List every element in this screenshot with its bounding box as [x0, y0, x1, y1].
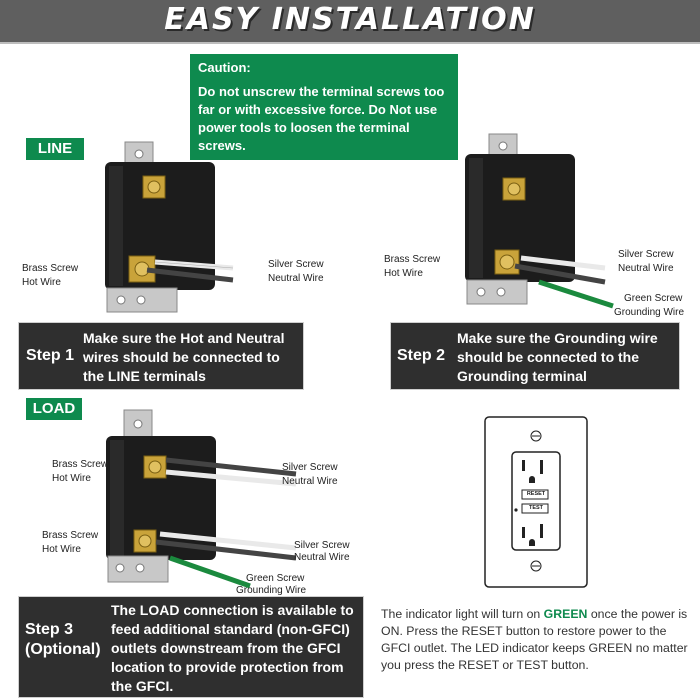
- label-brass-screw-3a: Brass Screw: [52, 459, 109, 470]
- label-hot-wire-1: Hot Wire: [22, 277, 61, 288]
- step2-text: Make sure the Grounding wire should be c…: [457, 330, 658, 384]
- receptacle-step1: [105, 141, 234, 313]
- label-brass-screw-2: Brass Screw: [384, 254, 441, 265]
- label-grounding-wire-2: Grounding Wire: [614, 307, 685, 318]
- label-neutral-wire-3a: Neutral Wire: [282, 476, 338, 487]
- label-neutral-wire-1: Neutral Wire: [268, 273, 324, 284]
- label-grounding-wire-3: Grounding Wire: [236, 585, 307, 596]
- label-hot-wire-3a: Hot Wire: [52, 473, 91, 484]
- label-hot-wire-3b: Hot Wire: [42, 544, 81, 555]
- label-silver-screw-1: Silver Screw: [268, 259, 324, 270]
- step3-label: Step 3: [25, 621, 74, 638]
- outlet-reset-label: RESET: [526, 491, 546, 497]
- outlet-test-label: TEST: [528, 505, 544, 511]
- label-silver-screw-3a: Silver Screw: [282, 462, 338, 473]
- header-divider: [0, 42, 700, 44]
- receptacle-step3: [106, 409, 297, 588]
- caution-title: Caution:: [198, 60, 251, 75]
- receptacle-step2: [465, 133, 614, 309]
- step3-box: Step 3 (Optional) The LOAD connection is…: [18, 596, 364, 698]
- header-banner: [0, 0, 700, 42]
- label-green-screw-2: Green Screw: [624, 293, 683, 304]
- label-brass-screw-1: Brass Screw: [22, 263, 79, 274]
- page-title: EASY INSTALLATION: [164, 2, 536, 37]
- label-hot-wire-2: Hot Wire: [384, 268, 423, 279]
- step3-text: The LOAD connection is available to feed…: [111, 602, 354, 694]
- step1-text: Make sure the Hot and Neutral wires shou…: [83, 330, 285, 384]
- indicator-info-text: The indicator light will turn on GREEN o…: [381, 606, 697, 674]
- load-tag: LOAD: [26, 398, 82, 420]
- label-green-screw-3: Green Screw: [246, 573, 305, 584]
- label-silver-screw-2: Silver Screw: [618, 249, 674, 260]
- step2-label: Step 2: [397, 347, 446, 364]
- step1-box: Step 1 Make sure the Hot and Neutral wir…: [18, 322, 304, 390]
- info-text-before: The indicator light will turn on: [381, 607, 544, 621]
- label-neutral-wire-2: Neutral Wire: [618, 263, 674, 274]
- step3-label-optional: (Optional): [25, 641, 101, 658]
- gfci-outlet-illustration: [484, 416, 588, 588]
- caution-text: Do not unscrew the terminal screws too f…: [198, 84, 445, 153]
- info-text-after: once the power is ON. Press the RESET bu…: [381, 607, 688, 672]
- label-brass-screw-3b: Brass Screw: [42, 530, 99, 541]
- step2-box: Step 2 Make sure the Grounding wire shou…: [390, 322, 680, 390]
- info-green-word: GREEN: [543, 607, 588, 621]
- caution-box: Caution: Do not unscrew the terminal scr…: [190, 54, 458, 160]
- line-tag: LINE: [26, 138, 84, 160]
- label-neutral-wire-3b: Neutral Wire: [294, 552, 350, 563]
- label-silver-screw-3b: Silver Screw: [294, 540, 350, 551]
- step1-label: Step 1: [26, 347, 75, 364]
